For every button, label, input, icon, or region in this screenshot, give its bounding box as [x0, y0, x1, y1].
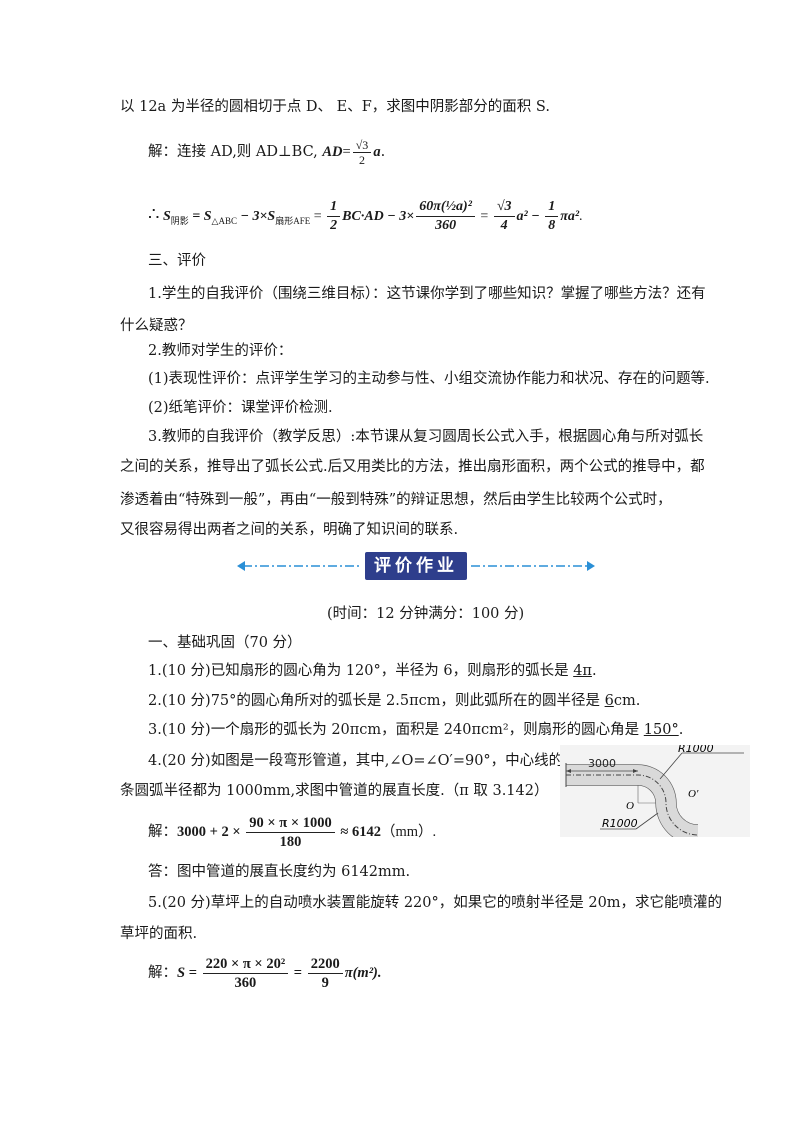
banner-decoration — [237, 561, 595, 571]
answer: 150° — [643, 722, 679, 738]
paragraph-1-line-1: 1.学生的自我评价（围绕三维目标）：这节课你学到了哪些知识？掌握了哪些方法？还有 — [148, 286, 706, 302]
right-arrow-icon — [587, 561, 595, 571]
denominator: 2 — [330, 218, 338, 234]
s-symbol: S — [162, 209, 171, 224]
answer: 4π — [573, 663, 592, 679]
paragraph-1-line-2: 什么疑惑？ — [120, 318, 193, 334]
period: . — [678, 722, 684, 738]
question-2: 2.(10 分)75°的圆心角所对的弧长是 2.5πcm，则此弧所在的圆半径是 … — [148, 691, 640, 711]
minus-3-s: − 3×S — [236, 209, 276, 224]
bent-pipe-diagram: 3000 O O′ R1000 R1000 — [560, 742, 750, 846]
radius-top-label: R1000 — [678, 745, 714, 755]
a-symbol: a — [373, 144, 381, 160]
time-score-line: (时间：12 分钟满分：100 分) — [327, 606, 525, 622]
question-5-line-1: 5.(20 分)草坪上的自动喷水装置能旋转 220°，如果它的喷射半径是 20m… — [148, 895, 723, 911]
pi-unit: π(m²). — [344, 965, 382, 981]
numerator: 1 — [327, 198, 341, 218]
banner-title: 评价作业 — [365, 552, 467, 580]
s-abc: = S — [188, 209, 212, 224]
center-o-label: O — [626, 800, 634, 812]
denominator: 8 — [548, 218, 556, 234]
denominator: 2 — [359, 152, 366, 167]
result: ≈ 6142 — [336, 824, 381, 840]
equals: = — [185, 965, 201, 981]
solution-label: 解： — [148, 965, 177, 981]
numerator: 90 × π × 1000 — [246, 814, 335, 834]
question-5-line-2: 草坪的面积. — [120, 926, 198, 942]
s-symbol: S — [177, 965, 186, 981]
section-title-basics: 一、基础巩固（70 分） — [148, 635, 302, 651]
center-o-prime-label: O′ — [688, 788, 699, 800]
equals: = — [290, 965, 306, 981]
section-banner: 评价作业 — [237, 551, 595, 581]
radius-bottom-label: R1000 — [602, 817, 638, 830]
paragraph-3-line-2: 之间的关系，推导出了弧长公式.后又用类比的方法，推出扇形面积，两个公式的推导中，… — [120, 459, 705, 475]
period: . — [579, 209, 583, 224]
bc-ad-term: BC·AD − 3× — [342, 209, 415, 224]
numerator: 2200 — [307, 955, 343, 975]
solution-label: 解：连接 AD,则 AD⊥BC, — [148, 144, 323, 160]
section-title-evaluation: 三、评价 — [148, 253, 206, 269]
therefore-symbol: ∴ — [148, 204, 160, 224]
numerator: 1 — [545, 198, 559, 218]
numerator: √3 — [493, 198, 515, 218]
denominator: 360 — [234, 975, 257, 992]
equals: = — [476, 209, 492, 224]
length-label: 3000 — [588, 757, 616, 770]
question-4-line-1: 4.(20 分)如图是一段弯形管道，其中,∠O=∠O′=90°，中心线的两 — [148, 753, 578, 769]
unit: （mm）. — [380, 824, 437, 840]
paragraph-2: 2.教师对学生的评价： — [148, 343, 293, 359]
question-1: 1.(10 分)已知扇形的圆心角为 120°，半径为 6，则扇形的弧长是 4π. — [148, 661, 597, 681]
period: . — [380, 144, 386, 160]
paragraph-3-line-4: 又很容易得出两者之间的关系，明确了知识间的联系. — [120, 522, 459, 538]
solution-label: 解： — [148, 824, 177, 840]
question-4-line-2: 条圆弧半径都为 1000mm,求图中管道的展直长度.（π 取 3.142） — [120, 783, 549, 799]
numerator: 60π(½a)² — [416, 198, 475, 218]
denominator: 180 — [279, 834, 302, 851]
paragraph-3-line-1: 3.教师的自我评价（教学反思）:本节课从复习圆周长公式入手，根据圆心角与所对弧长 — [148, 429, 704, 445]
lhs: 3000 + 2 × — [177, 824, 245, 840]
pipe-figure: 3000 O O′ R1000 R1000 — [560, 742, 750, 846]
paragraph-2a: (1)表现性评价：点评学生学习的主动参与性、小组交流协作能力和状况、存在的问题等… — [148, 371, 710, 387]
equals: = — [342, 144, 351, 160]
numerator: 220 × π × 20² — [202, 955, 289, 975]
period: . — [591, 663, 597, 679]
equals: = — [310, 209, 326, 224]
problem-continuation: 以 12a 为半径的圆相切于点 D、 E、F，求图中阴影部分的面积 S. — [120, 99, 550, 115]
numerator: √3 — [352, 138, 372, 153]
subscript-shadow: 阴影 — [170, 215, 189, 226]
a-squared-term: a² − — [516, 209, 544, 224]
question-3: 3.(10 分)一个扇形的弧长为 20πcm，面积是 240πcm²，则扇形的圆… — [148, 720, 683, 740]
subscript-sector: 扇形AFE — [275, 215, 311, 226]
question-text: 1.(10 分)已知扇形的圆心角为 120°，半径为 6，则扇形的弧长是 — [148, 663, 574, 679]
question-text: 3.(10 分)一个扇形的弧长为 20πcm，面积是 240πcm²，则扇形的圆… — [148, 722, 644, 738]
paragraph-2b: (2)纸笔评价：课堂评价检测. — [148, 400, 333, 416]
answer: 6 — [604, 693, 614, 709]
subscript-triangle: △ABC — [211, 215, 237, 226]
question-text: 2.(10 分)75°的圆心角所对的弧长是 2.5πcm，则此弧所在的圆半径是 — [148, 693, 605, 709]
denominator: 360 — [435, 218, 457, 234]
left-arrow-icon — [237, 561, 245, 571]
ad-symbol: AD — [322, 144, 343, 160]
paragraph-3-line-3: 渗透着由“特殊到一般”，再由“一般到特殊”的辩证思想，然后由学生比较两个公式时， — [120, 492, 672, 508]
denominator: 9 — [321, 975, 329, 992]
unit: cm. — [613, 693, 641, 709]
denominator: 4 — [500, 218, 508, 234]
question-4-answer: 答：图中管道的展直长度约为 6142mm. — [148, 864, 411, 880]
pi-a-squared: πa² — [560, 209, 580, 224]
